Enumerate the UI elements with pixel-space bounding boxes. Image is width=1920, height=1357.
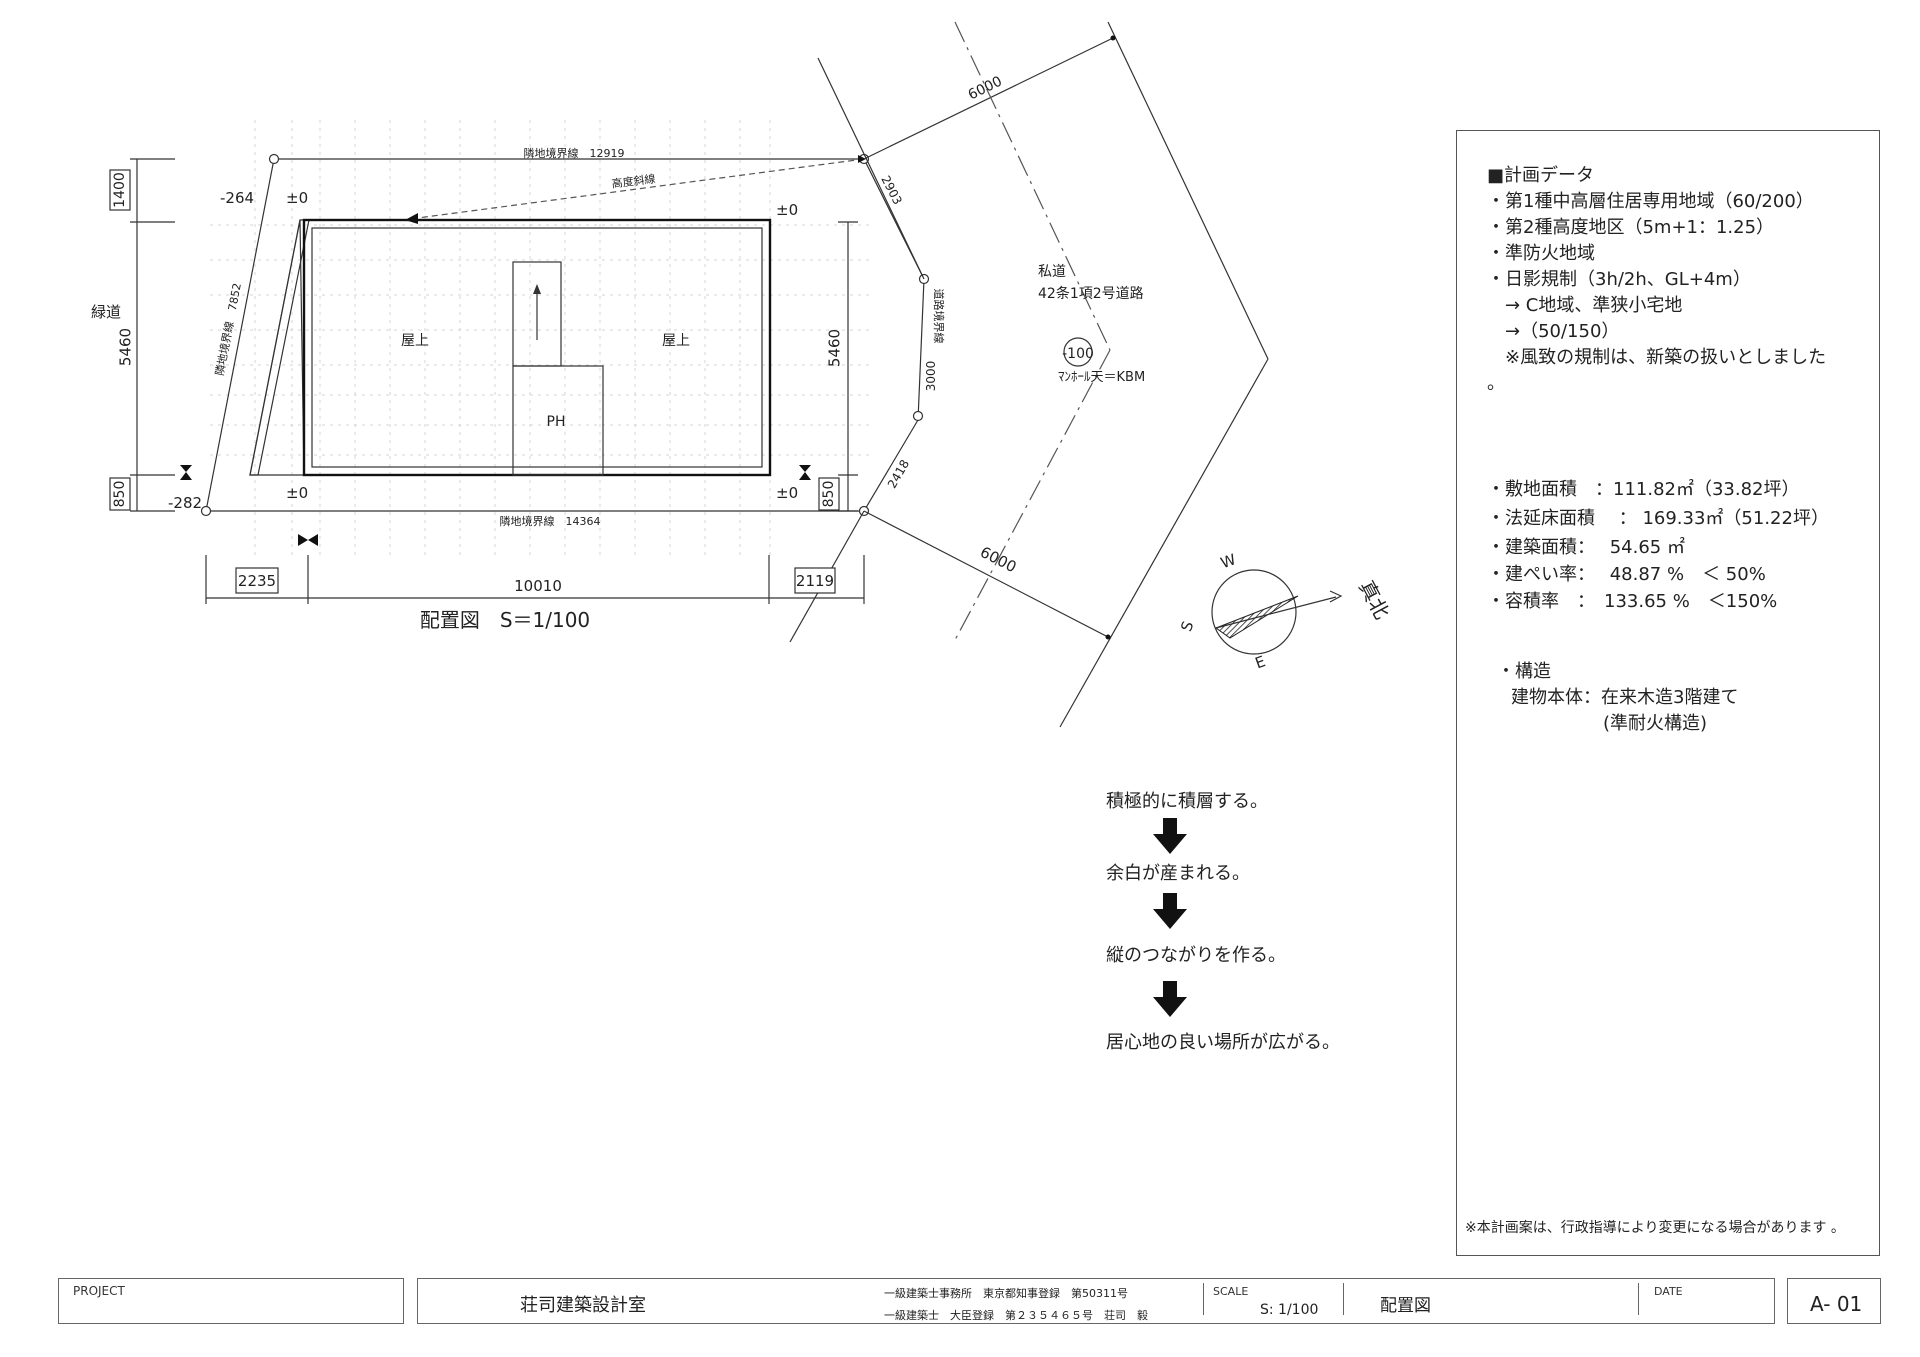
office-name: 荘司建築設計室 <box>520 1295 646 1316</box>
label-manhole-level: -100 <box>1062 346 1094 362</box>
level-bottom-left: ±0 <box>286 484 308 502</box>
label-road-article: 42条1項2号道路 <box>1038 285 1144 302</box>
area-line: ・法延床面積 ： 169.33㎡（51.22坪） <box>1487 508 1829 529</box>
project-cell: PROJECT <box>58 1278 404 1324</box>
concept-step-3: 縦のつながりを作る。 <box>1106 945 1286 966</box>
dim-left-bottom: 850 <box>112 481 128 508</box>
label-private-road: 私道 <box>1038 264 1066 280</box>
dim-edge-2418: 2418 <box>885 457 912 490</box>
dim-road-bottom: 6000 <box>977 543 1019 576</box>
dimension-lines <box>130 158 865 604</box>
zoning-line: →（50/150） <box>1487 321 1620 342</box>
area-line: ・敷地面積 ：111.82㎡（33.82坪） <box>1487 479 1800 500</box>
reference-grid <box>210 120 870 555</box>
down-arrow-icon <box>1153 893 1187 929</box>
dim-edge-3000: 3000 <box>924 361 938 392</box>
plan-title: 配置図 S＝1/100 <box>420 608 590 632</box>
compass-north-label: 真北 <box>1354 576 1394 623</box>
dim-edge-2903: 2903 <box>878 173 904 207</box>
level-top-right: ±0 <box>776 201 798 219</box>
boxed-dimensions <box>109 169 840 594</box>
area-line: ・建築面積： 54.65 ㎡ <box>1487 537 1685 558</box>
zoning-line: ・準防火地域 <box>1487 243 1595 264</box>
registration-line-2: 一級建築士 大臣登録 第２３５４６５号 荘司 毅 <box>884 1309 1148 1322</box>
label-rooftop-right: 屋上 <box>662 333 690 349</box>
dim-left-top: 1400 <box>112 172 128 208</box>
scale-label: SCALE <box>1213 1285 1249 1298</box>
down-arrow-icon <box>1153 818 1187 854</box>
sheet-number-cell: A- 01 <box>1787 1278 1881 1324</box>
zoning-line: ・日影規制（3h/2h、GL+4m） <box>1487 269 1751 290</box>
zoning-line: → C地域、準狭小宅地 <box>1487 295 1683 316</box>
scale-value: S: 1/100 <box>1260 1302 1319 1318</box>
project-label: PROJECT <box>73 1284 125 1298</box>
dim-right-bottom: 850 <box>821 481 837 508</box>
panel-footnote: ※本計画案は、行政指導により変更になる場合があります 。 <box>1465 1220 1845 1236</box>
label-rooftop-left: 屋上 <box>401 333 429 349</box>
zoning-line: 。 <box>1487 373 1505 394</box>
plan-data-panel: ■計画データ ・第1種中高層住居専用地域（60/200） ・第2種高度地区（5m… <box>1456 130 1880 1256</box>
office-cell: 荘司建築設計室 一級建築士事務所 東京都知事登録 第50311号 一級建築士 大… <box>417 1278 1775 1324</box>
label-boundary-top: 隣地境界線 12919 <box>524 146 625 160</box>
dim-bottom-right: 2119 <box>796 572 834 590</box>
zoning-line: ・第1種中高層住居専用地域（60/200） <box>1487 191 1814 212</box>
level-top-left-outer: -264 <box>220 189 254 207</box>
road-lines <box>789 21 1269 728</box>
date-label: DATE <box>1654 1285 1683 1298</box>
concept-step-4: 居心地の良い場所が広がる。 <box>1106 1032 1340 1053</box>
registration-line-1: 一級建築士事務所 東京都知事登録 第50311号 <box>884 1287 1128 1300</box>
down-arrow-icon <box>1153 981 1187 1017</box>
building-outline <box>249 218 772 477</box>
level-markers <box>180 465 811 546</box>
level-bottom-right: ±0 <box>776 484 798 502</box>
level-top-left: ±0 <box>286 189 308 207</box>
panel-heading: ■計画データ <box>1487 165 1595 186</box>
dim-bottom-mid: 10010 <box>514 577 562 595</box>
label-penthouse: PH <box>547 414 566 430</box>
dim-right-mid: 5460 <box>826 329 844 367</box>
dim-left-mid: 5460 <box>117 328 135 366</box>
level-bottom-left-outer: -282 <box>168 494 202 512</box>
zoning-line: ※風致の規制は、新築の扱いとしました <box>1487 347 1827 368</box>
compass-e: E <box>1253 652 1268 672</box>
height-slope-line <box>405 155 866 224</box>
label-green-road: 緑道 <box>91 303 121 321</box>
label-road-boundary: 道路境界線 <box>932 289 946 344</box>
structure-line: 建物本体：在来木造3階建て <box>1511 687 1739 708</box>
label-manhole-bm: ﾏﾝﾎｰﾙ天＝KBM <box>1058 370 1145 385</box>
sheet-title: 配置図 <box>1380 1296 1431 1316</box>
compass-rose <box>1211 569 1343 655</box>
compass-w: W <box>1218 550 1238 572</box>
compass-s: S <box>1177 619 1197 634</box>
structure-line: (準耐火構造) <box>1603 713 1708 734</box>
label-boundary-bottom: 隣地境界線 14364 <box>500 514 601 528</box>
dim-bottom-left: 2235 <box>238 572 276 590</box>
area-line: ・容積率 ： 133.65 % ＜150% <box>1487 591 1778 612</box>
zoning-line: ・第2種高度地区（5m+1：1.25） <box>1487 217 1775 238</box>
label-boundary-left: 隣地境界線 7852 <box>212 282 244 377</box>
label-height-slope: 高度斜線 <box>611 171 656 190</box>
structure-line: ・構造 <box>1497 661 1551 682</box>
concept-step-1: 積極的に積層する。 <box>1106 791 1268 812</box>
concept-step-2: 余白が産まれる。 <box>1106 863 1250 884</box>
sheet-number: A- 01 <box>1810 1292 1863 1316</box>
area-line: ・建ぺい率： 48.87 % ＜ 50% <box>1487 564 1766 585</box>
dim-road-top: 6000 <box>966 73 1005 103</box>
